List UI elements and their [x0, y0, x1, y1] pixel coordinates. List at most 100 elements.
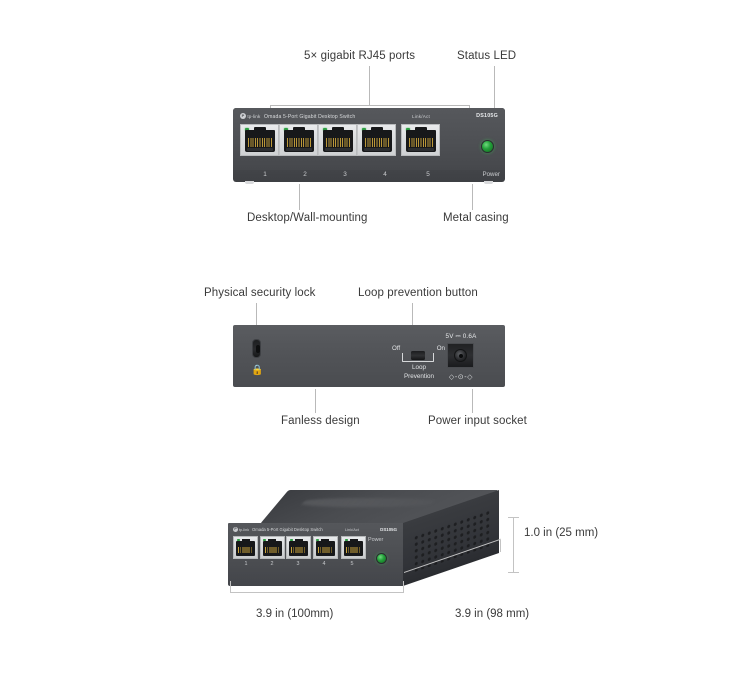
tp-link-mark-icon: P — [240, 113, 246, 119]
product-name-silkscreen: Omada 5-Port Gigabit Desktop Switch — [264, 113, 356, 120]
dimension-label-width: 3.9 in (100mm) — [256, 608, 334, 620]
dc-power-jack[interactable] — [447, 343, 474, 368]
mounting-foot-right — [484, 181, 493, 184]
model-number-label: DS105G — [476, 113, 498, 119]
leader-casing — [472, 184, 473, 210]
mounting-foot-left — [245, 181, 254, 184]
dimension-line-height — [513, 517, 514, 573]
tp-link-logo: P tp-link — [240, 113, 260, 119]
dimension-tick-height-top — [508, 517, 519, 518]
port-number-1: 1 — [263, 171, 267, 178]
loop-prevention-switch[interactable]: Off On Loop Prevention — [391, 345, 447, 383]
iso-tp-link-logo: P tp-link — [233, 527, 249, 532]
rj45-port-2[interactable] — [279, 124, 318, 156]
iso-port-number-5: 5 — [350, 561, 354, 567]
kensington-lock-slot — [252, 339, 261, 358]
iso-label-row: 1 2 3 4 5 — [228, 561, 403, 573]
iso-tp-link-wordmark: tp-link — [239, 527, 250, 532]
switch-toggle-handle[interactable] — [411, 351, 425, 360]
iso-port-2-jack-icon — [262, 538, 282, 556]
iso-port-number-1: 1 — [244, 561, 248, 567]
callout-metal-casing: Metal casing — [443, 212, 509, 224]
ventilation-holes — [413, 508, 491, 573]
rj45-port-3[interactable] — [318, 124, 357, 156]
port-5-jack-icon — [405, 126, 436, 152]
front-label-row: 1 2 3 4 5 Power — [233, 170, 505, 182]
dimension-label-height: 1.0 in (25 mm) — [524, 527, 599, 539]
callout-status-led: Status LED — [457, 50, 517, 62]
iso-port-1-led-icon — [236, 538, 240, 541]
port-3-link-led-icon — [323, 127, 327, 131]
dimension-line-width — [230, 592, 404, 593]
iso-rj45-port-1[interactable] — [233, 536, 258, 559]
switch-caption-line2: Prevention — [403, 372, 435, 380]
iso-link-act-label: Link/Act — [345, 527, 359, 532]
port-4-link-led-icon — [362, 127, 366, 131]
iso-rj45-port-3[interactable] — [286, 536, 311, 559]
power-input-assembly: 5V ⎓ 0.6A ◇-⊙-◇ — [439, 333, 483, 381]
front-face-plate: P tp-link Omada 5-Port Gigabit Desktop S… — [233, 108, 505, 170]
callout-rj45-ports: 5× gigabit RJ45 ports — [304, 50, 416, 62]
switch-rear-panel: 🔒 Off On Loop Prevention 5V ⎓ 0.6A ◇-⊙-◇ — [233, 325, 505, 387]
port-group-primary — [240, 124, 396, 156]
iso-port-number-3: 3 — [296, 561, 300, 567]
port-number-5: 5 — [426, 171, 430, 178]
switch-front-panel: P tp-link Omada 5-Port Gigabit Desktop S… — [233, 108, 505, 184]
iso-power-led-icon — [376, 553, 387, 564]
link-act-label: Link/Act — [412, 113, 430, 119]
iso-brand-row: P tp-link Omada 5-Port Gigabit Desktop S… — [233, 526, 399, 534]
iso-port-3-jack-icon — [289, 538, 308, 556]
callout-fanless-design: Fanless design — [281, 415, 360, 427]
switch-caption: Loop Prevention — [391, 364, 447, 381]
dimension-tick-width-left — [230, 581, 231, 593]
leader-loop-button — [412, 303, 413, 345]
power-text-label: Power — [482, 171, 500, 178]
callout-loop-prevention-button: Loop prevention button — [358, 287, 478, 299]
iso-port-number-2: 2 — [270, 561, 274, 567]
leader-fanless — [315, 389, 316, 413]
iso-rj45-port-4[interactable] — [312, 536, 338, 559]
rj45-port-1[interactable] — [240, 124, 279, 156]
port-1-link-led-icon — [245, 127, 249, 131]
switch-on-label: On — [436, 345, 445, 352]
port-1-jack-icon — [244, 126, 275, 152]
dimension-tick-width-right — [403, 581, 404, 593]
power-led-icon — [481, 140, 494, 153]
dc-barrel-icon — [454, 349, 467, 362]
port-3-jack-icon — [322, 126, 353, 152]
iso-port-4-jack-icon — [315, 538, 335, 556]
iso-port-4-led-icon — [316, 538, 319, 541]
port-2-link-led-icon — [284, 127, 288, 131]
port-4-jack-icon — [361, 126, 392, 152]
leader-ports-vertical — [369, 66, 370, 105]
callout-desktop-wall-mounting: Desktop/Wall-mounting — [247, 212, 368, 224]
front-brand-row: P tp-link Omada 5-Port Gigabit Desktop S… — [240, 112, 499, 122]
iso-tp-link-mark-icon: P — [233, 527, 238, 532]
rj45-port-4[interactable] — [357, 124, 396, 156]
status-led-indicator — [481, 140, 494, 153]
padlock-icon: 🔒 — [251, 365, 264, 376]
switch-caption-line1: Loop — [411, 364, 426, 371]
port-2-jack-icon — [283, 126, 314, 152]
leader-mounting — [299, 184, 300, 210]
switch-track — [402, 353, 434, 362]
iso-port-3-led-icon — [289, 538, 293, 541]
rj45-port-5[interactable] — [401, 124, 440, 156]
iso-product-name: Omada 5-Port Gigabit Desktop Switch — [252, 527, 323, 532]
iso-rj45-port-5[interactable] — [341, 536, 366, 559]
iso-power-text-label: Power — [368, 537, 384, 543]
port-group-secondary — [401, 124, 440, 156]
leader-ports-bracket — [270, 105, 469, 106]
dc-polarity-icon: ◇-⊙-◇ — [448, 374, 474, 381]
iso-model-number: DS105G — [380, 526, 397, 532]
rj45-port-bank — [240, 124, 440, 156]
callout-power-input-socket: Power input socket — [428, 415, 527, 427]
iso-port-5-led-icon — [344, 538, 348, 541]
switch-off-label: Off — [392, 345, 401, 352]
iso-rj45-port-2[interactable] — [259, 536, 285, 559]
dimension-label-depth: 3.9 in (98 mm) — [455, 608, 530, 620]
power-rating-label: 5V ⎓ 0.6A — [445, 333, 477, 340]
iso-front-surface: P tp-link Omada 5-Port Gigabit Desktop S… — [228, 523, 403, 586]
iso-port-number-4: 4 — [322, 561, 326, 567]
